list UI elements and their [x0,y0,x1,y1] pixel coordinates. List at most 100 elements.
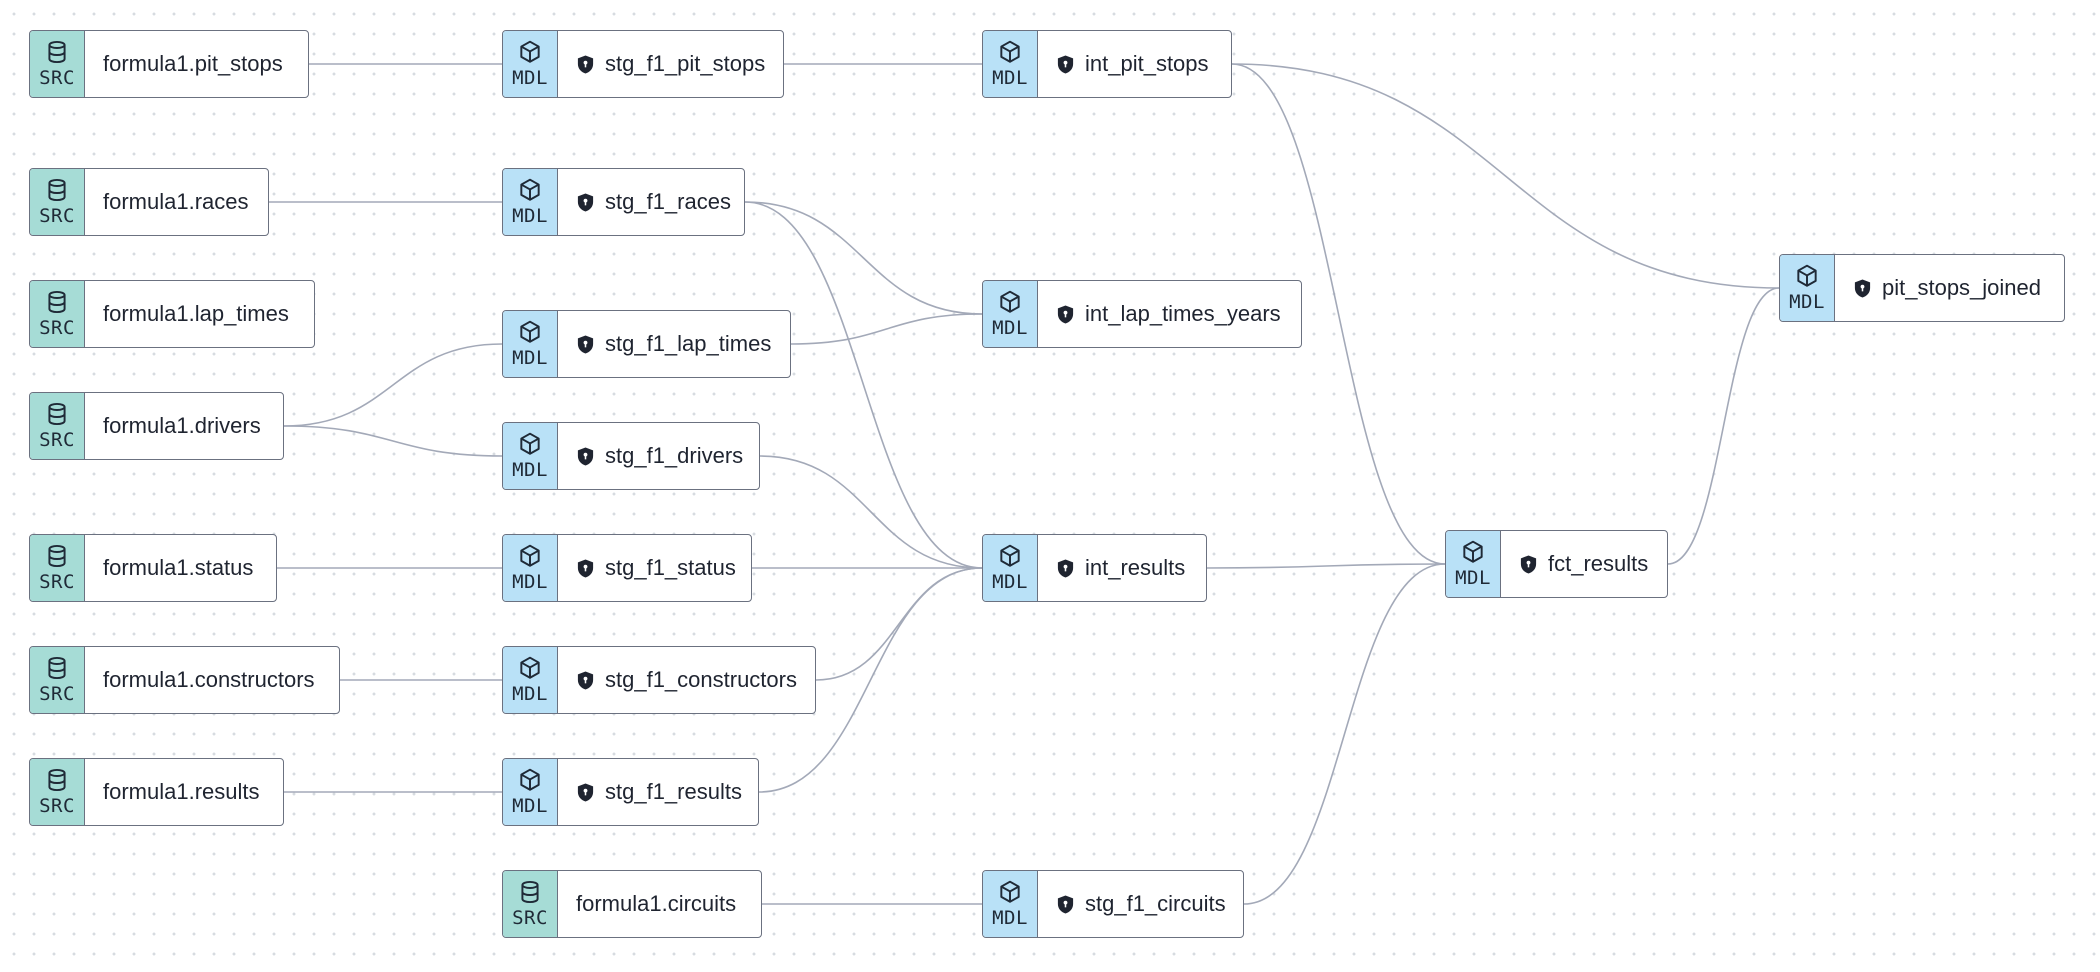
mdl-badge: MDL [1446,531,1501,597]
node-formula1-circuits[interactable]: SRC formula1.circuits [502,870,762,938]
shield-icon [1057,558,1074,578]
node-label: formula1.lap_times [103,301,289,326]
cube-icon [520,40,540,63]
node-stg-f1-circuits[interactable]: MDL stg_f1_circuits [982,870,1244,938]
node-label: int_pit_stops [1085,51,1209,76]
edge-stg-f1-lap-times-to-int-lap-times-years [790,313,983,345]
cube-icon [520,432,540,455]
mdl-badge: MDL [503,311,558,377]
database-icon [48,178,66,202]
shield-icon [577,54,594,74]
node-formula1-pit-stops[interactable]: SRC formula1.pit_stops [29,30,309,98]
node-label: formula1.constructors [103,667,315,692]
cube-icon [520,768,540,791]
edge-int-results-to-fct-results [1206,563,1446,569]
node-stg-f1-constructors[interactable]: MDL stg_f1_constructors [502,646,816,714]
node-label: stg_f1_pit_stops [605,51,766,76]
cube-icon [1797,264,1817,287]
badge-label: MDL [992,571,1028,593]
node-int-lap-times-years[interactable]: MDL int_lap_times_years [982,280,1302,348]
node-stg-f1-pit-stops[interactable]: MDL stg_f1_pit_stops [502,30,784,98]
cube-icon [520,656,540,679]
cube-icon [1000,880,1020,903]
node-stg-f1-results[interactable]: MDL stg_f1_results [502,758,759,826]
node-formula1-status[interactable]: SRC formula1.status [29,534,277,602]
badge-label: MDL [512,795,548,817]
badge-label: SRC [512,907,548,929]
cube-icon [520,178,540,201]
shield-icon [1520,554,1537,574]
node-pit-stops-joined[interactable]: MDL pit_stops_joined [1779,254,2065,322]
node-label: stg_f1_results [605,779,742,804]
badge-label: MDL [512,683,548,705]
src-badge: SRC [30,759,85,825]
node-label: formula1.drivers [103,413,261,438]
cube-icon [1463,540,1483,563]
badge-label: MDL [992,907,1028,929]
node-formula1-results[interactable]: SRC formula1.results [29,758,284,826]
mdl-badge: MDL [1780,255,1835,321]
node-label: stg_f1_circuits [1085,891,1226,916]
badge-label: SRC [39,67,75,89]
mdl-badge: MDL [503,647,558,713]
mdl-badge: MDL [983,281,1038,347]
badge-label: MDL [992,317,1028,339]
mdl-badge: MDL [503,423,558,489]
node-formula1-constructors[interactable]: SRC formula1.constructors [29,646,340,714]
badge-label: MDL [512,571,548,593]
edge-stg-f1-races-to-int-lap-times-years [744,201,983,315]
node-stg-f1-drivers[interactable]: MDL stg_f1_drivers [502,422,760,490]
mdl-badge: MDL [503,759,558,825]
node-label: formula1.results [103,779,260,804]
src-badge: SRC [30,535,85,601]
database-icon [48,544,66,568]
shield-icon [577,558,594,578]
edge-int-pit-stops-to-pit-stops-joined [1231,63,1780,289]
badge-label: SRC [39,795,75,817]
cube-icon [520,544,540,567]
badge-label: MDL [992,67,1028,89]
mdl-badge: MDL [503,31,558,97]
edge-formula1-drivers-to-stg-f1-drivers [283,425,503,457]
cube-icon [1000,544,1020,567]
node-label: fct_results [1548,551,1649,576]
edge-stg-f1-races-to-int-results [744,201,983,569]
node-int-pit-stops[interactable]: MDL int_pit_stops [982,30,1232,98]
node-label: stg_f1_constructors [605,667,797,692]
mdl-badge: MDL [983,31,1038,97]
src-badge: SRC [30,31,85,97]
node-label: formula1.pit_stops [103,51,283,76]
badge-label: MDL [1789,291,1825,313]
badge-label: MDL [512,67,548,89]
node-stg-f1-races[interactable]: MDL stg_f1_races [502,168,745,236]
database-icon [48,656,66,680]
edge-stg-f1-drivers-to-int-results [759,455,983,569]
shield-icon [1854,278,1871,298]
edge-stg-f1-constructors-to-int-results [815,567,983,681]
node-label: formula1.races [103,189,249,214]
node-label: stg_f1_status [605,555,736,580]
node-label: stg_f1_drivers [605,443,744,468]
src-badge: SRC [30,169,85,235]
node-formula1-lap-times[interactable]: SRC formula1.lap_times [29,280,315,348]
database-icon [48,290,66,314]
edge-formula1-drivers-to-stg-f1-lap-times [283,343,503,427]
node-int-results[interactable]: MDL int_results [982,534,1207,602]
badge-label: SRC [39,429,75,451]
node-label: int_results [1085,555,1186,580]
database-icon [48,40,66,64]
badge-label: MDL [512,347,548,369]
src-badge: SRC [30,281,85,347]
node-formula1-races[interactable]: SRC formula1.races [29,168,269,236]
node-fct-results[interactable]: MDL fct_results [1445,530,1668,598]
mdl-badge: MDL [983,871,1038,937]
edge-fct-results-to-pit-stops-joined [1667,287,1780,565]
edge-stg-f1-results-to-int-results [758,567,983,793]
src-badge: SRC [503,871,558,937]
database-icon [48,402,66,426]
badge-label: MDL [512,205,548,227]
node-stg-f1-lap-times[interactable]: MDL stg_f1_lap_times [502,310,791,378]
mdl-badge: MDL [983,535,1038,601]
node-stg-f1-status[interactable]: MDL stg_f1_status [502,534,752,602]
node-formula1-drivers[interactable]: SRC formula1.drivers [29,392,284,460]
